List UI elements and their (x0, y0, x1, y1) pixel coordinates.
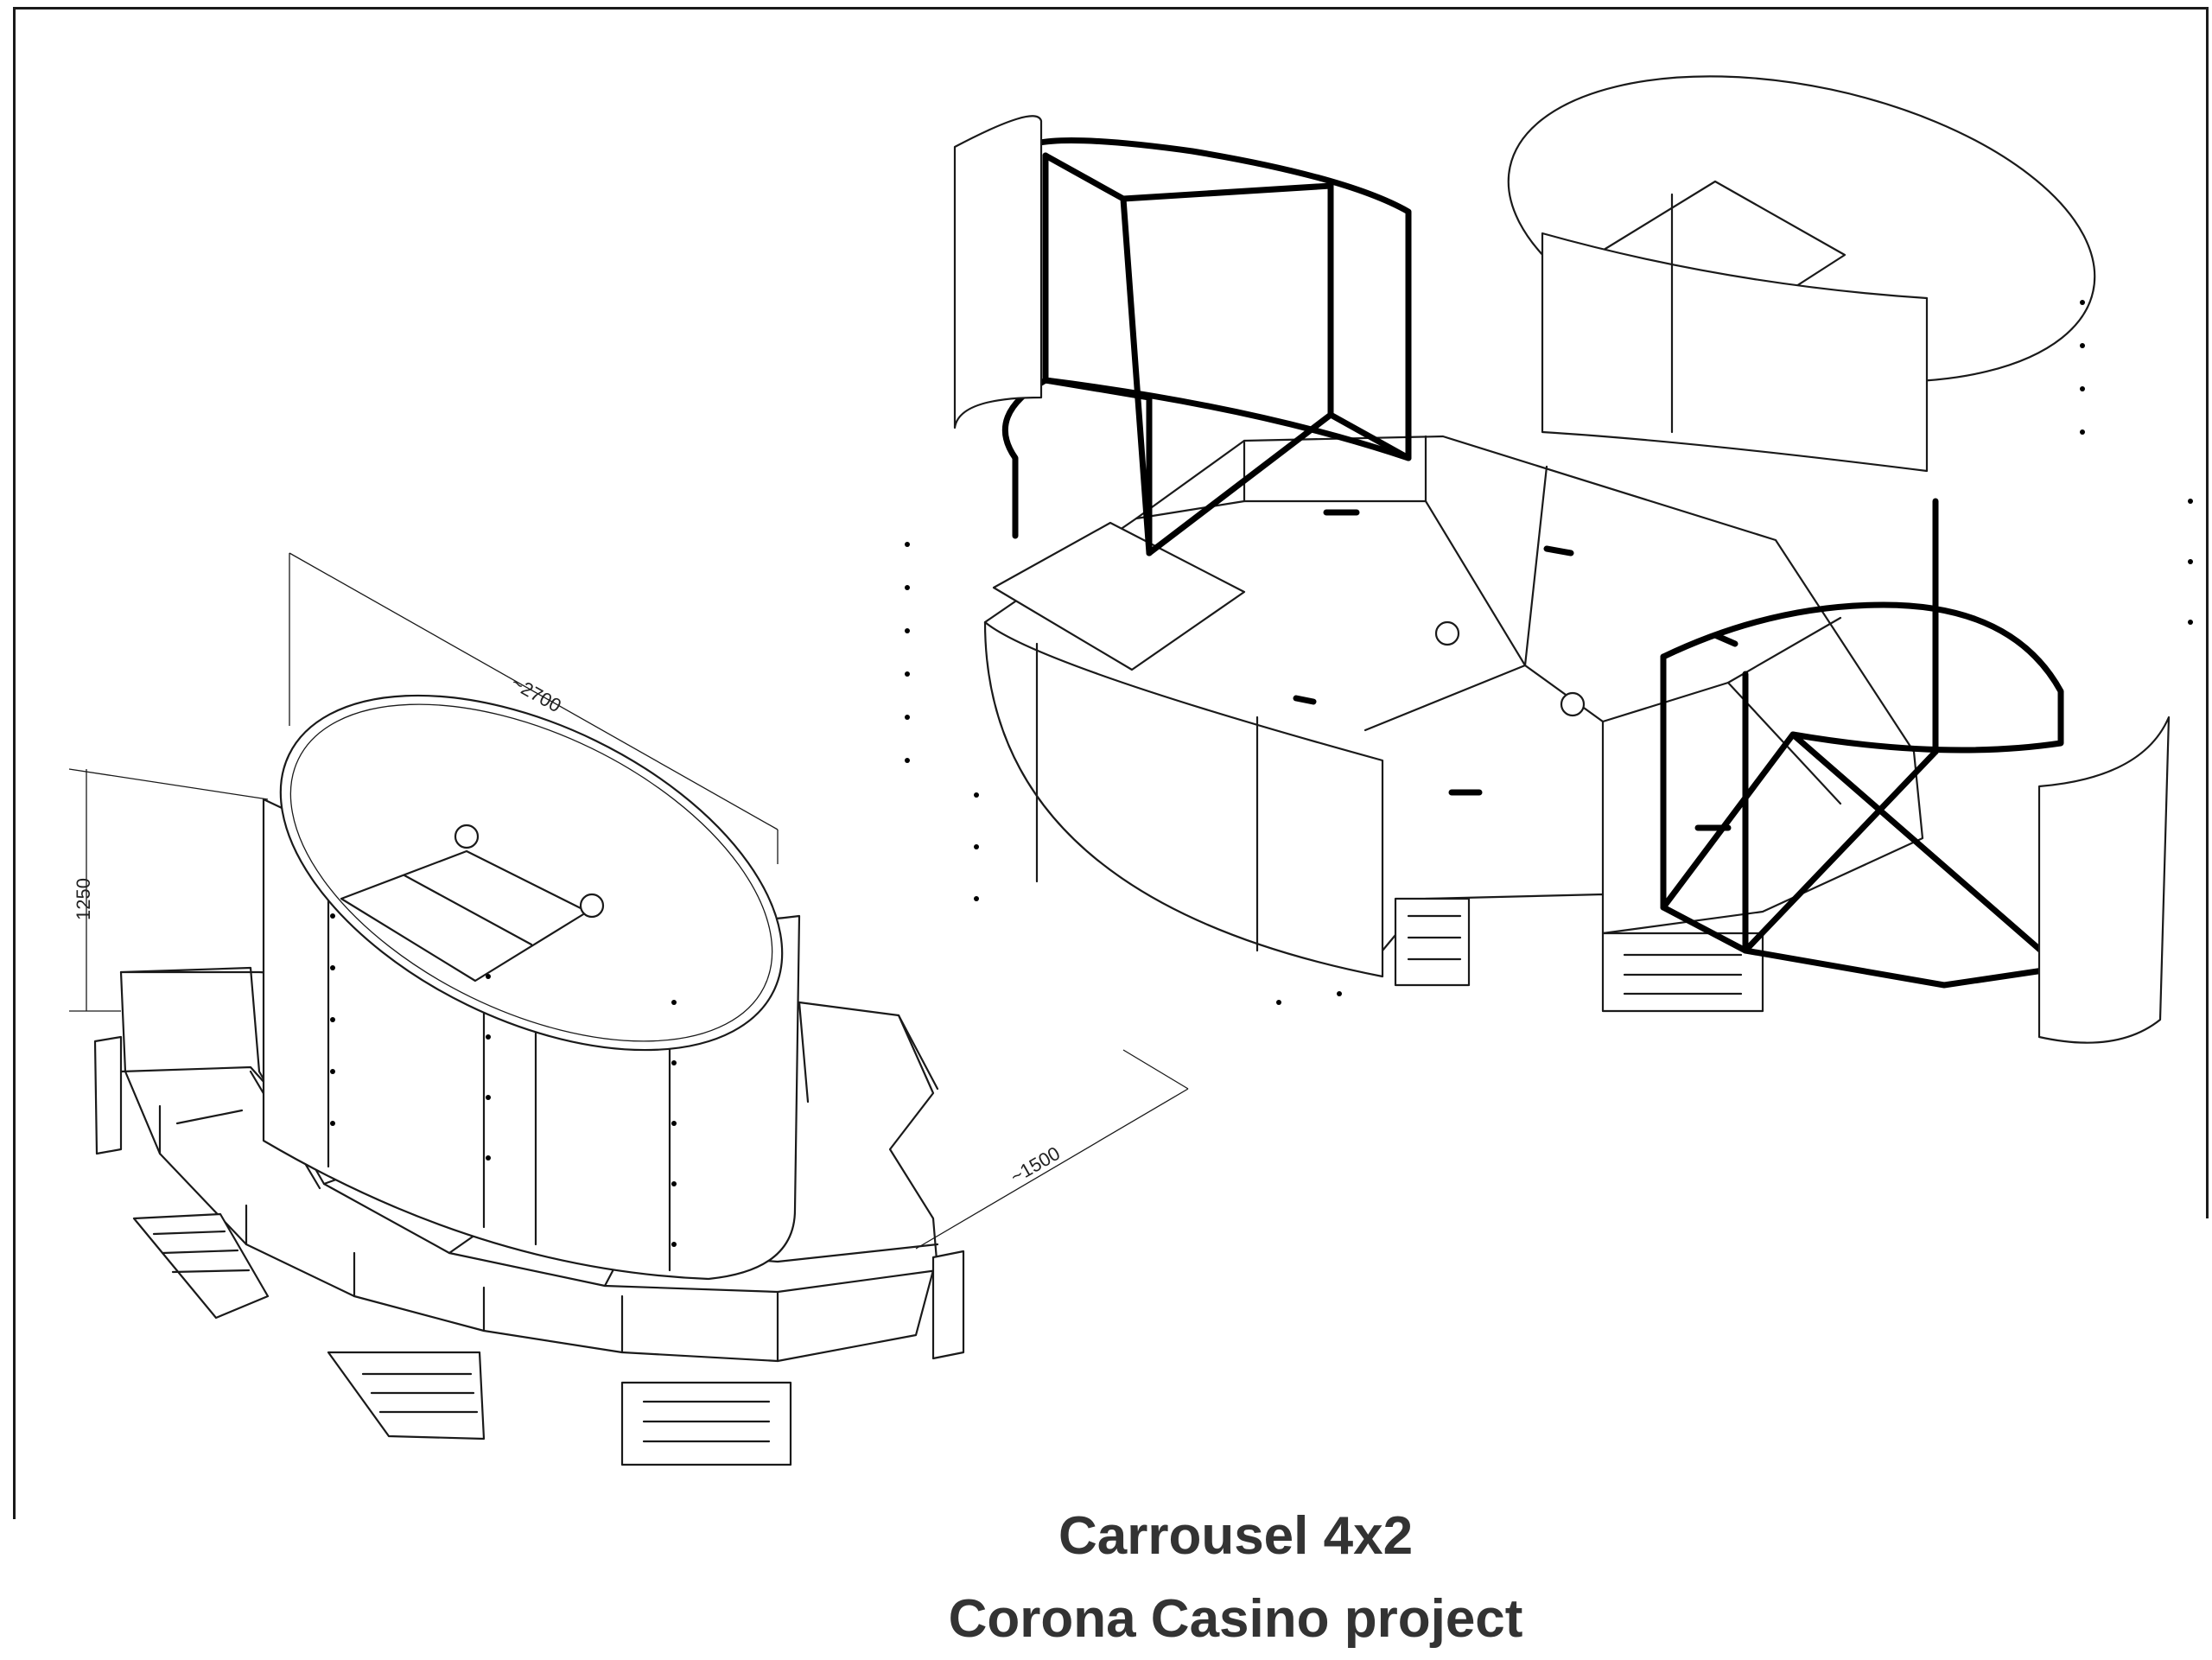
title-block: Carrousel 4x2 Corona Casino project (760, 1495, 1711, 1660)
frame-border-right (2206, 7, 2209, 1218)
exploded-carrousel (905, 75, 2193, 1044)
title-line-1: Carrousel 4x2 (1058, 1506, 1414, 1566)
dimension-lines (68, 552, 1189, 1250)
assembled-carrousel (93, 694, 965, 1466)
frame-border-top (13, 7, 2209, 10)
title-line-2: Corona Casino project (948, 1589, 1523, 1649)
dimension-height: 1250 (73, 878, 94, 920)
frame-border-left (13, 7, 16, 1519)
dimension-width: ~1500 (1007, 1142, 1064, 1188)
